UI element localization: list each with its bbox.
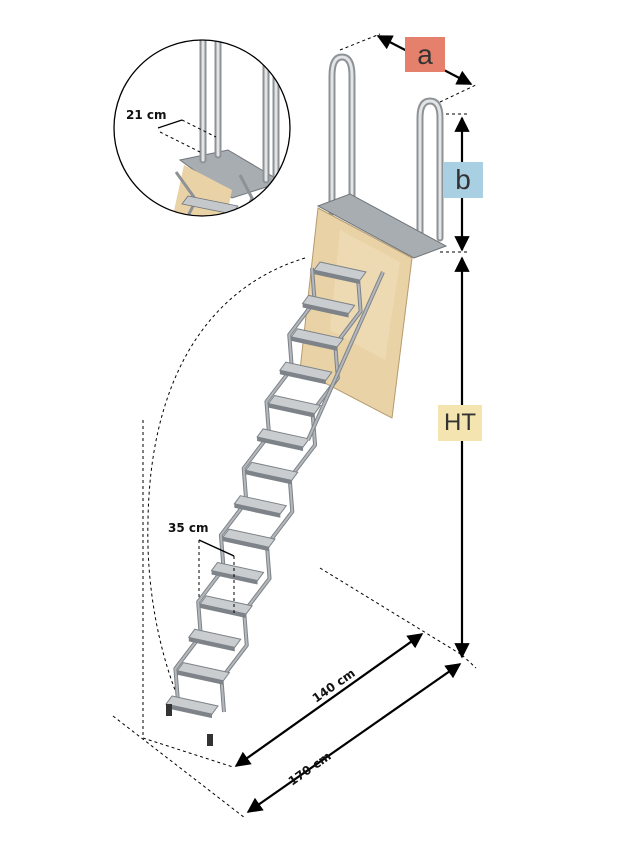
- ladder-step-edge: [257, 437, 304, 452]
- ladder-step-edge: [291, 336, 338, 351]
- ladder-step-edge: [314, 270, 360, 285]
- step-measure: [198, 539, 235, 614]
- support-arm-highlight: [307, 271, 384, 441]
- ladder-step-edge: [268, 403, 315, 418]
- dim-21cm: 21 cm: [126, 108, 167, 122]
- ladder-step-edge: [211, 570, 258, 585]
- dim-170cm: 170 cm: [286, 749, 334, 788]
- ladder-step-edge: [234, 503, 281, 518]
- ladder-step-edge: [188, 637, 235, 652]
- ladder-step-edge: [177, 670, 224, 685]
- ladder-step-edge: [302, 303, 349, 318]
- ladder-side-left-highlight: [174, 267, 316, 703]
- ladder-foot-right: [207, 734, 213, 746]
- top-plate: [316, 193, 448, 259]
- ladder-step-edge: [200, 603, 247, 618]
- label-b: b: [443, 162, 483, 198]
- ladder: [165, 261, 385, 746]
- handrails: [328, 53, 444, 252]
- ladder-step-edge: [166, 704, 212, 719]
- dim-35cm: 35 cm: [168, 521, 209, 535]
- ladder-step-edge: [222, 537, 269, 552]
- ladder-step-edge: [279, 370, 326, 385]
- guide-lines: [112, 33, 479, 819]
- ladder-foot-left: [166, 704, 172, 716]
- detail-inset: [113, 39, 291, 217]
- label-ht: HT: [438, 405, 482, 441]
- ladder-step-edge: [245, 470, 292, 485]
- arrow-170: [246, 663, 462, 813]
- label-a: a: [405, 37, 445, 72]
- arrow-140: [234, 633, 424, 767]
